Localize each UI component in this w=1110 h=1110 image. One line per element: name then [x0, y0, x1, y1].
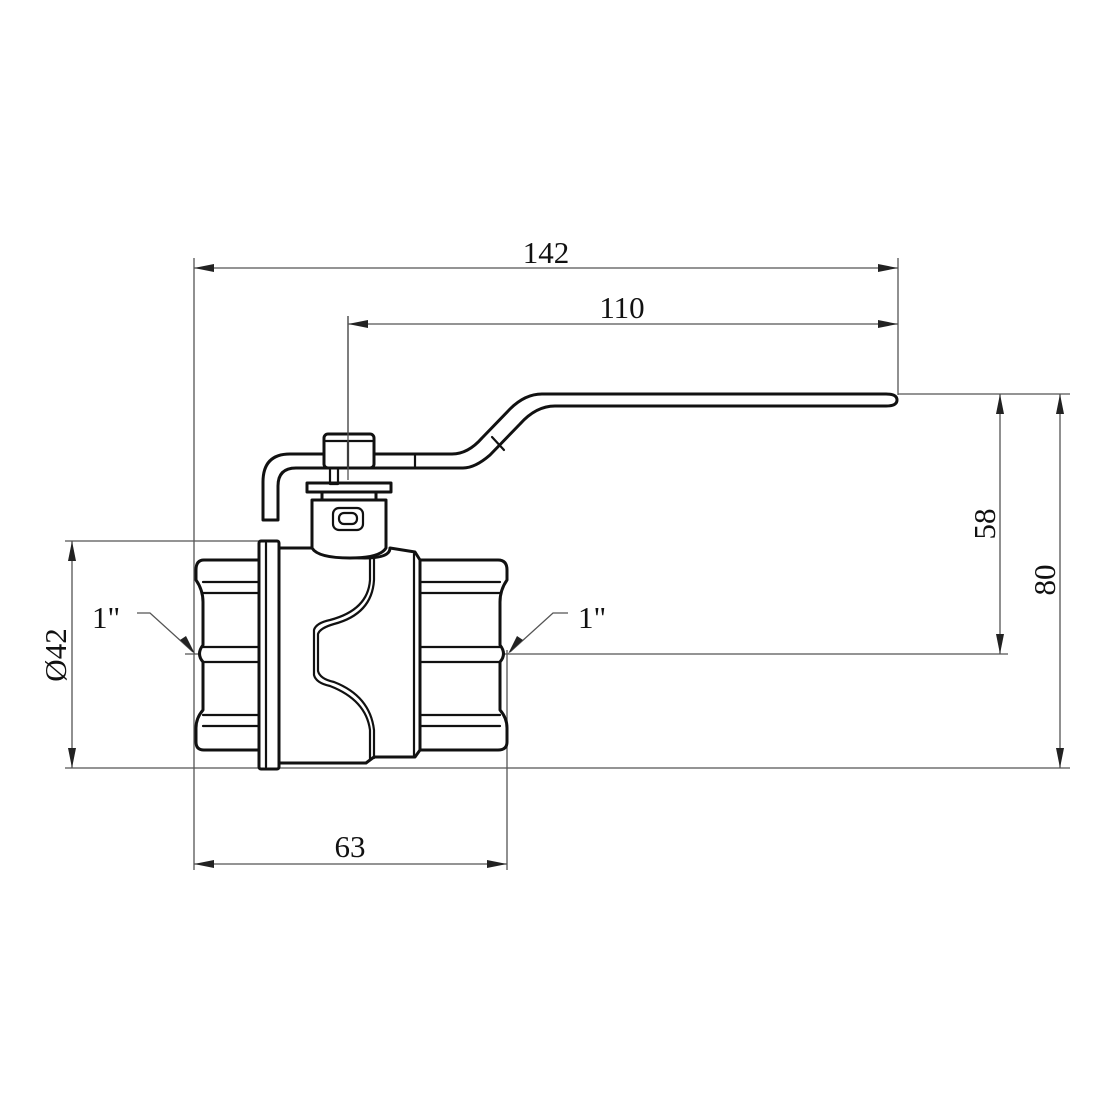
dimension-overall-length: 142: [194, 235, 898, 272]
valve-body: [194, 539, 509, 771]
dim-110-label: 110: [599, 290, 644, 325]
thread-left-label: 1": [92, 600, 120, 635]
dimension-body-length: 63: [194, 829, 507, 868]
thread-callout-right: 1": [508, 600, 606, 654]
dim-142-label: 142: [523, 235, 570, 270]
stem-nut: [322, 432, 376, 486]
stem-slot-outer: [331, 506, 365, 532]
right-hex-end: [418, 558, 509, 752]
dimension-diameter: Ø42: [38, 541, 76, 768]
dimension-handle-length: 110: [348, 290, 898, 328]
dimension-axis-height: 58: [967, 394, 1004, 654]
thread-right-label: 1": [578, 600, 606, 635]
dimension-overall-height: 80: [1027, 394, 1064, 768]
dim-80-label: 80: [1027, 565, 1062, 596]
thread-callout-left: 1": [92, 600, 195, 654]
stem-housing: [305, 481, 393, 560]
stem-slot-inner: [337, 511, 359, 526]
handle-lever: [261, 392, 899, 522]
dim-diameter-label: Ø42: [38, 628, 73, 681]
dim-63-label: 63: [335, 829, 366, 864]
left-hex-end: [194, 558, 264, 752]
main-body: [277, 546, 422, 765]
flange-ring: [257, 539, 281, 771]
dim-58-label: 58: [967, 509, 1002, 540]
